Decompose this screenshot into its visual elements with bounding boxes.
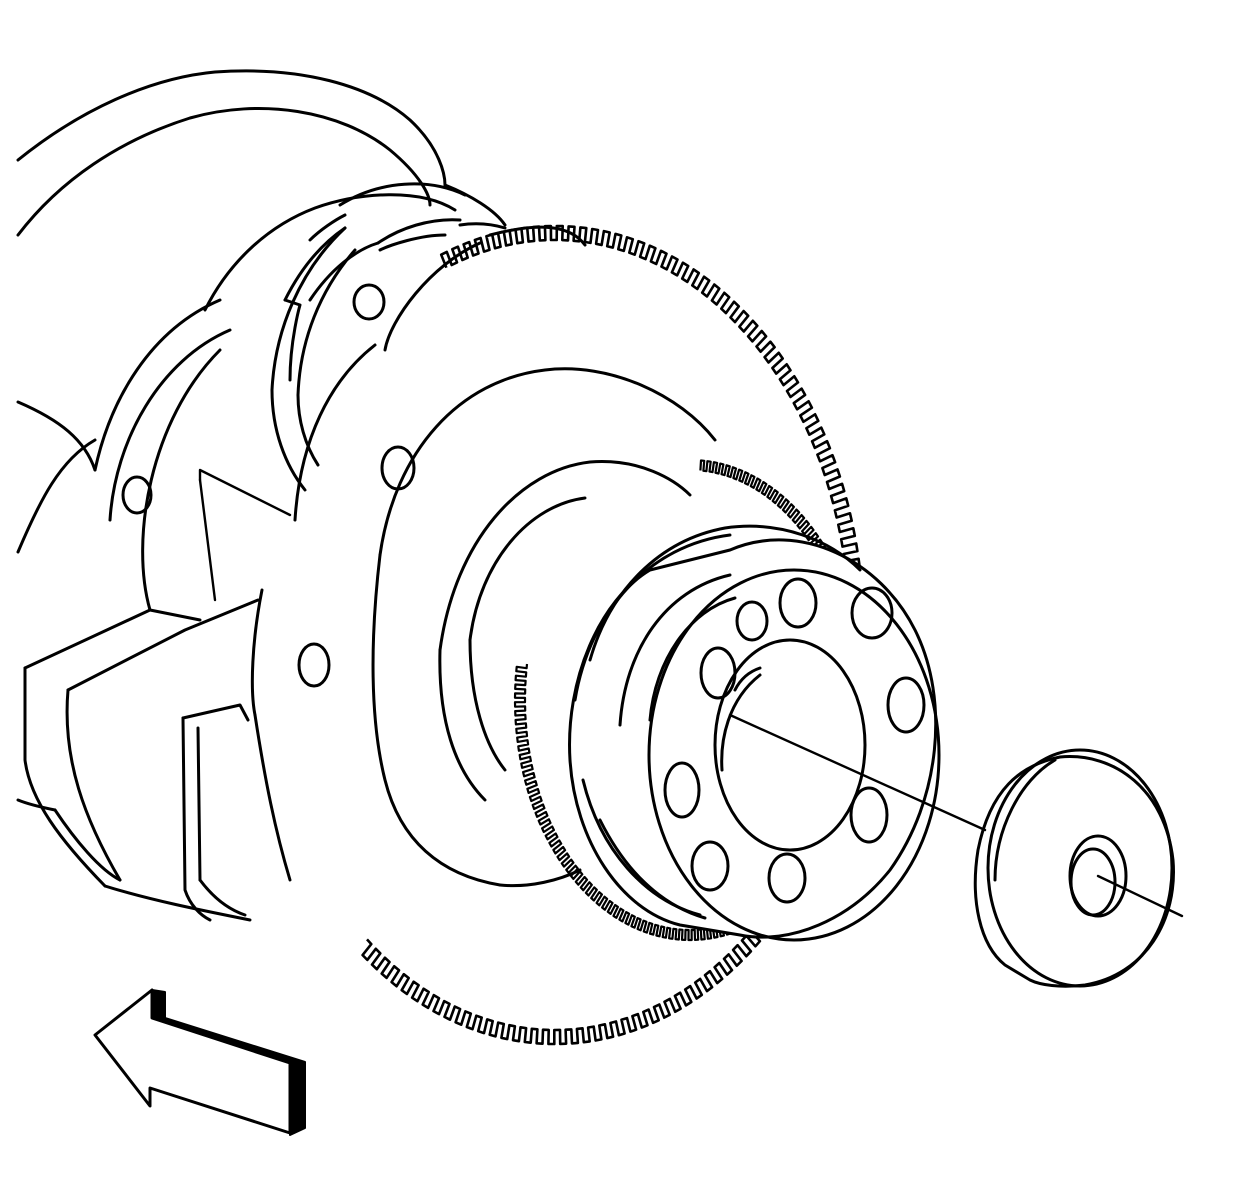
direction-arrow-icon xyxy=(93,988,306,1136)
bolt-hole xyxy=(735,600,769,642)
pilot-bushing xyxy=(973,748,1175,988)
flexplate-hub xyxy=(568,524,941,942)
bolt-hole xyxy=(778,577,818,629)
hub-bolt-holes xyxy=(663,577,926,904)
bolt-hole xyxy=(663,761,701,819)
bolt-hole xyxy=(849,786,889,844)
bolt-hole xyxy=(850,586,894,640)
crankshaft-flange xyxy=(203,182,507,492)
alignment-axis xyxy=(728,713,1184,918)
flexplate xyxy=(250,225,717,888)
bolt-hole xyxy=(886,676,926,734)
bolt-hole xyxy=(767,852,807,904)
bolt-hole xyxy=(690,840,730,892)
crankshaft xyxy=(16,69,507,922)
bolt-hole xyxy=(699,646,737,700)
